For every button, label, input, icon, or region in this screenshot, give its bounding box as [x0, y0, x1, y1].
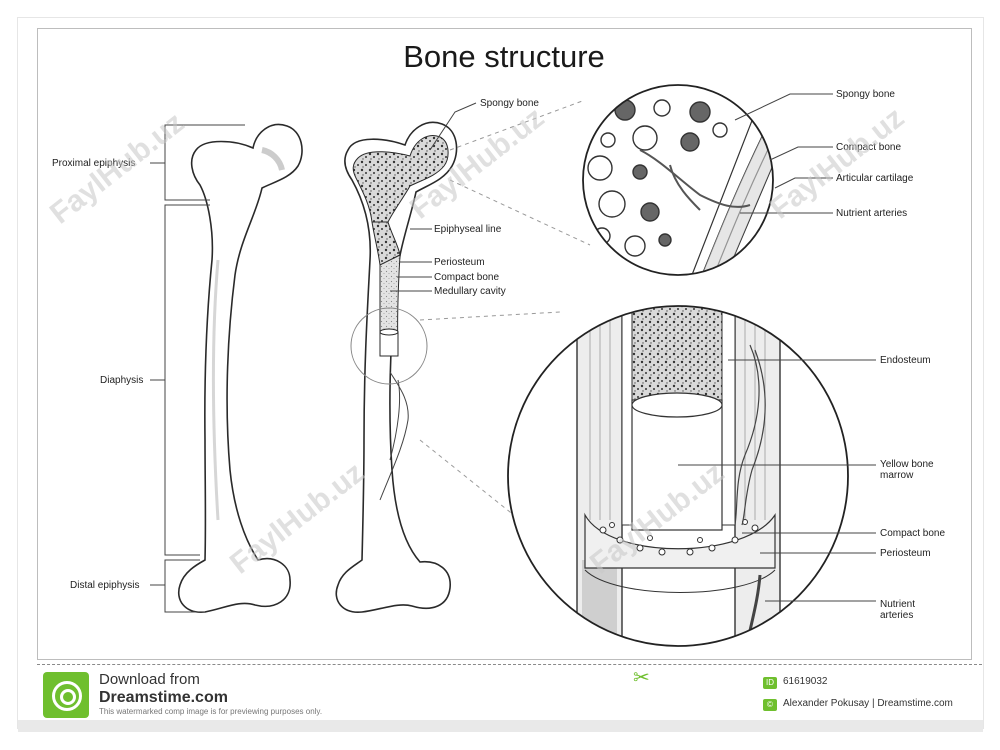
region-brackets: [150, 124, 245, 613]
zoom-circle-small: [350, 307, 428, 385]
watermark-note: This watermarked comp image is for previ…: [99, 707, 323, 716]
label-medullary-cavity: Medullary cavity: [434, 286, 506, 297]
dreamstime-site-link[interactable]: Dreamstime.com: [99, 689, 228, 706]
footer: Download from Dreamstime.com This waterm…: [37, 664, 982, 727]
diagram-title: Bone structure: [403, 39, 605, 74]
label-zoom2-nutrient-2: arteries: [880, 610, 913, 621]
label-zoom2-compact-bone: Compact bone: [880, 528, 945, 539]
watermark-4: FaylHub.uz: [224, 456, 370, 581]
section-leaders: [390, 102, 477, 292]
label-proximal-epiphysis: Proximal epiphysis: [52, 158, 135, 169]
dreamstime-logo-icon: [43, 672, 89, 718]
download-from-text: Download from: [99, 671, 200, 688]
label-spongy-bone: Spongy bone: [480, 98, 539, 109]
zoom-circle-bottom: [507, 305, 849, 647]
image-credit: Alexander Pokusay | Dreamstime.com: [783, 698, 953, 709]
bottom-bar: [18, 720, 983, 732]
femur-outline: [178, 123, 303, 613]
label-zoom2-nutrient-1: Nutrient: [880, 599, 915, 610]
zoom-top-content: [583, 85, 773, 275]
label-compact-bone: Compact bone: [434, 272, 499, 283]
zoom-top-leaders: [734, 93, 833, 214]
copyright-icon: ©: [763, 699, 777, 711]
label-nutrient-arteries: Nutrient arteries: [836, 208, 907, 219]
label-zoom2-periosteum: Periosteum: [880, 548, 931, 559]
label-epiphyseal-line: Epiphyseal line: [434, 224, 502, 235]
label-zoom-spongy-bone: Spongy bone: [836, 89, 895, 100]
label-zoom-compact-bone: Compact bone: [836, 142, 901, 153]
zoom-circle-top: [582, 84, 774, 276]
label-diaphysis: Diaphysis: [100, 375, 143, 386]
zoom-bottom-leaders: [678, 359, 876, 602]
femur-section: [335, 121, 458, 613]
femur-shading: [261, 147, 285, 171]
watermark-3: FaylHub.uz: [764, 101, 910, 226]
femur-shading-shaft: [212, 259, 220, 521]
label-distal-epiphysis: Distal epiphysis: [70, 580, 139, 591]
image-id: 61619032: [783, 676, 828, 687]
projection-lines: [419, 99, 591, 521]
id-badge: ID: [763, 677, 777, 689]
label-periosteum: Periosteum: [434, 257, 485, 268]
label-articular-cartilage: Articular cartilage: [836, 173, 914, 184]
section-artery-2: [389, 379, 401, 461]
label-yellow-marrow-2: marrow: [880, 470, 914, 481]
scissors-icon: ✂: [633, 667, 650, 689]
label-endosteum: Endosteum: [880, 355, 931, 366]
label-yellow-marrow-1: Yellow bone: [880, 459, 934, 470]
